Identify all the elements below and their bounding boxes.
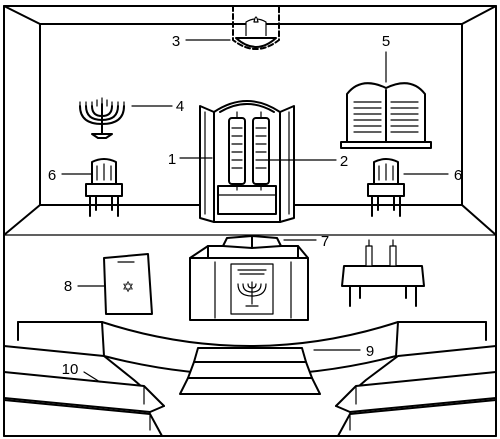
label-4: 4 (176, 98, 184, 115)
chair-left (85, 158, 123, 217)
callout-labels: 3 5 4 1 2 6 6 7 8 9 10 (48, 33, 462, 378)
candle-table (341, 239, 425, 307)
ten-commandments-tablets (340, 82, 432, 149)
charity-box: ✡ (103, 253, 153, 315)
label-9: 9 (366, 343, 374, 360)
eternal-light (232, 5, 280, 50)
torah-ark (199, 100, 295, 223)
label-7: 7 (321, 233, 329, 250)
label-10: 10 (62, 361, 79, 378)
label-1: 1 (168, 151, 176, 168)
label-5: 5 (382, 33, 390, 50)
platform-steps (17, 321, 487, 395)
pews-left (3, 345, 165, 437)
label-3: 3 (172, 33, 180, 50)
label-8: 8 (64, 278, 72, 295)
menorah (79, 97, 125, 139)
label-6-left: 6 (48, 167, 56, 184)
reading-table (189, 235, 309, 321)
label-2: 2 (340, 153, 348, 170)
callout-lines (61, 39, 449, 383)
star-of-david-icon: ✡ (122, 279, 135, 296)
pews-right (335, 345, 497, 437)
label-6-right: 6 (454, 167, 462, 184)
chair-right (367, 158, 405, 217)
